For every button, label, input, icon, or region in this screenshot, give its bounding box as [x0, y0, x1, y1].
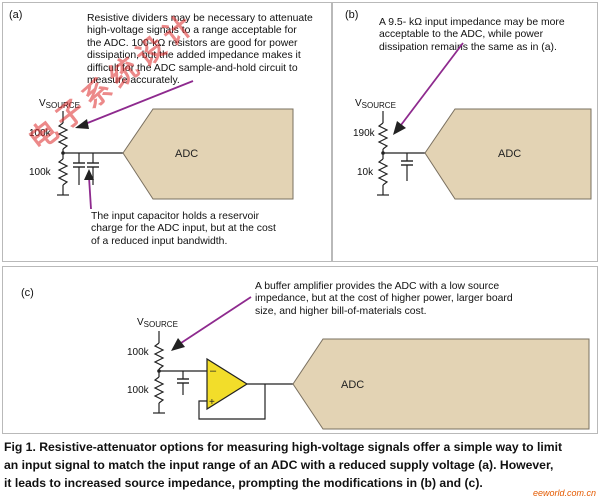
- resistor-top: [377, 122, 389, 150]
- panel-a: (a) Resistive dividers may be necessary …: [2, 2, 332, 262]
- panel-c-label: (c): [21, 287, 34, 299]
- junction-dot: [157, 369, 161, 373]
- resistor-top: [57, 122, 69, 150]
- panel-c-r-bottom-label: 100k: [127, 385, 149, 396]
- panel-b-note: A 9.5- kΩ input impedance may be more ac…: [379, 17, 594, 54]
- note-line: acceptable to the ADC, while power: [379, 29, 544, 41]
- adc-block: [292, 338, 590, 430]
- panel-c-r-top-label: 100k: [127, 347, 149, 358]
- figure-caption: Fig 1. Resistive-attenuator options for …: [4, 438, 598, 492]
- resistor-bottom: [377, 158, 389, 186]
- arrowhead: [75, 119, 89, 129]
- note-line: of a reduced input bandwidth.: [91, 235, 228, 247]
- panel-c: (c) A buffer amplifier provides the ADC …: [2, 266, 598, 434]
- annotation-arrow: [84, 80, 194, 125]
- note-line: A 9.5- kΩ input impedance may be more: [379, 17, 565, 28]
- note-line: dissipation, but the added impedance mak…: [87, 50, 301, 62]
- panel-c-note: A buffer amplifier provides the ADC with…: [255, 281, 585, 318]
- adc-label: ADC: [175, 148, 198, 160]
- note-line: dissipation remains the same as in (a).: [379, 41, 557, 53]
- panel-a-label: (a): [9, 9, 23, 21]
- junction-dot: [61, 151, 65, 155]
- note-line: A buffer amplifier provides the ADC with…: [255, 281, 500, 292]
- opamp-triangle: [206, 357, 249, 411]
- panel-a-vsource-label: VSOURCE: [39, 98, 80, 110]
- feedback-wire: [198, 384, 266, 420]
- arrowhead: [393, 121, 406, 135]
- note-line: measure accurately.: [87, 75, 180, 87]
- resistor-bottom: [153, 376, 165, 404]
- panel-b: (b) A 9.5- kΩ input impedance may be mor…: [332, 2, 598, 262]
- opamp-plus: +: [209, 397, 215, 408]
- panel-a-top-note: Resistive dividers may be necessary to a…: [87, 13, 327, 87]
- arrowhead: [171, 338, 185, 351]
- annotation-arrow: [400, 42, 464, 126]
- adc-label: ADC: [341, 379, 364, 391]
- panel-a-bottom-note: The input capacitor holds a reservoir ch…: [91, 211, 331, 248]
- annotation-arrow: [180, 296, 252, 344]
- note-line: size, and higher bill-of-materials cost.: [255, 305, 427, 317]
- caption-line: it leads to increased source impedance, …: [4, 476, 483, 490]
- adc-label: ADC: [498, 148, 521, 160]
- panel-c-schematic: – + ADC: [153, 296, 590, 430]
- note-line: high-voltage signals to a range acceptab…: [87, 25, 297, 37]
- arrowhead: [84, 169, 94, 180]
- panel-a-r-bottom-label: 100k: [29, 167, 51, 178]
- panel-b-label: (b): [345, 9, 359, 21]
- opamp-minus: –: [210, 365, 217, 377]
- junction-dot: [381, 151, 385, 155]
- note-line: Resistive dividers may be necessary to a…: [87, 13, 313, 24]
- panel-b-vsource-label: VSOURCE: [355, 98, 396, 110]
- panel-b-r-top-label: 190k: [353, 128, 375, 139]
- note-line: charge for the ADC input, but at the cos…: [91, 223, 276, 235]
- annotation-arrow: [88, 176, 92, 210]
- panel-b-r-bottom-label: 10k: [357, 167, 374, 178]
- panel-a-schematic: ADC: [57, 80, 294, 210]
- resistor-bottom: [57, 158, 69, 186]
- panel-b-schematic: ADC: [377, 42, 592, 200]
- note-line: The input capacitor holds a reservoir: [91, 211, 260, 222]
- caption-line: Fig 1. Resistive-attenuator options for …: [4, 440, 563, 454]
- adc-block: [122, 108, 294, 200]
- note-line: impedance, but at the cost of higher pow…: [255, 293, 513, 305]
- panel-a-r-top-label: 100k: [29, 128, 51, 139]
- site-logo: eeworld.com.cn: [532, 488, 596, 498]
- panel-c-vsource-label: VSOURCE: [137, 317, 178, 329]
- adc-block: [424, 108, 592, 200]
- caption-line: an input signal to match the input range…: [4, 458, 554, 472]
- note-line: difficult for the ADC sample-and-hold ci…: [87, 62, 298, 74]
- note-line: the ADC. 100-kΩ resistors are good for p…: [87, 37, 298, 49]
- resistor-top: [153, 342, 165, 370]
